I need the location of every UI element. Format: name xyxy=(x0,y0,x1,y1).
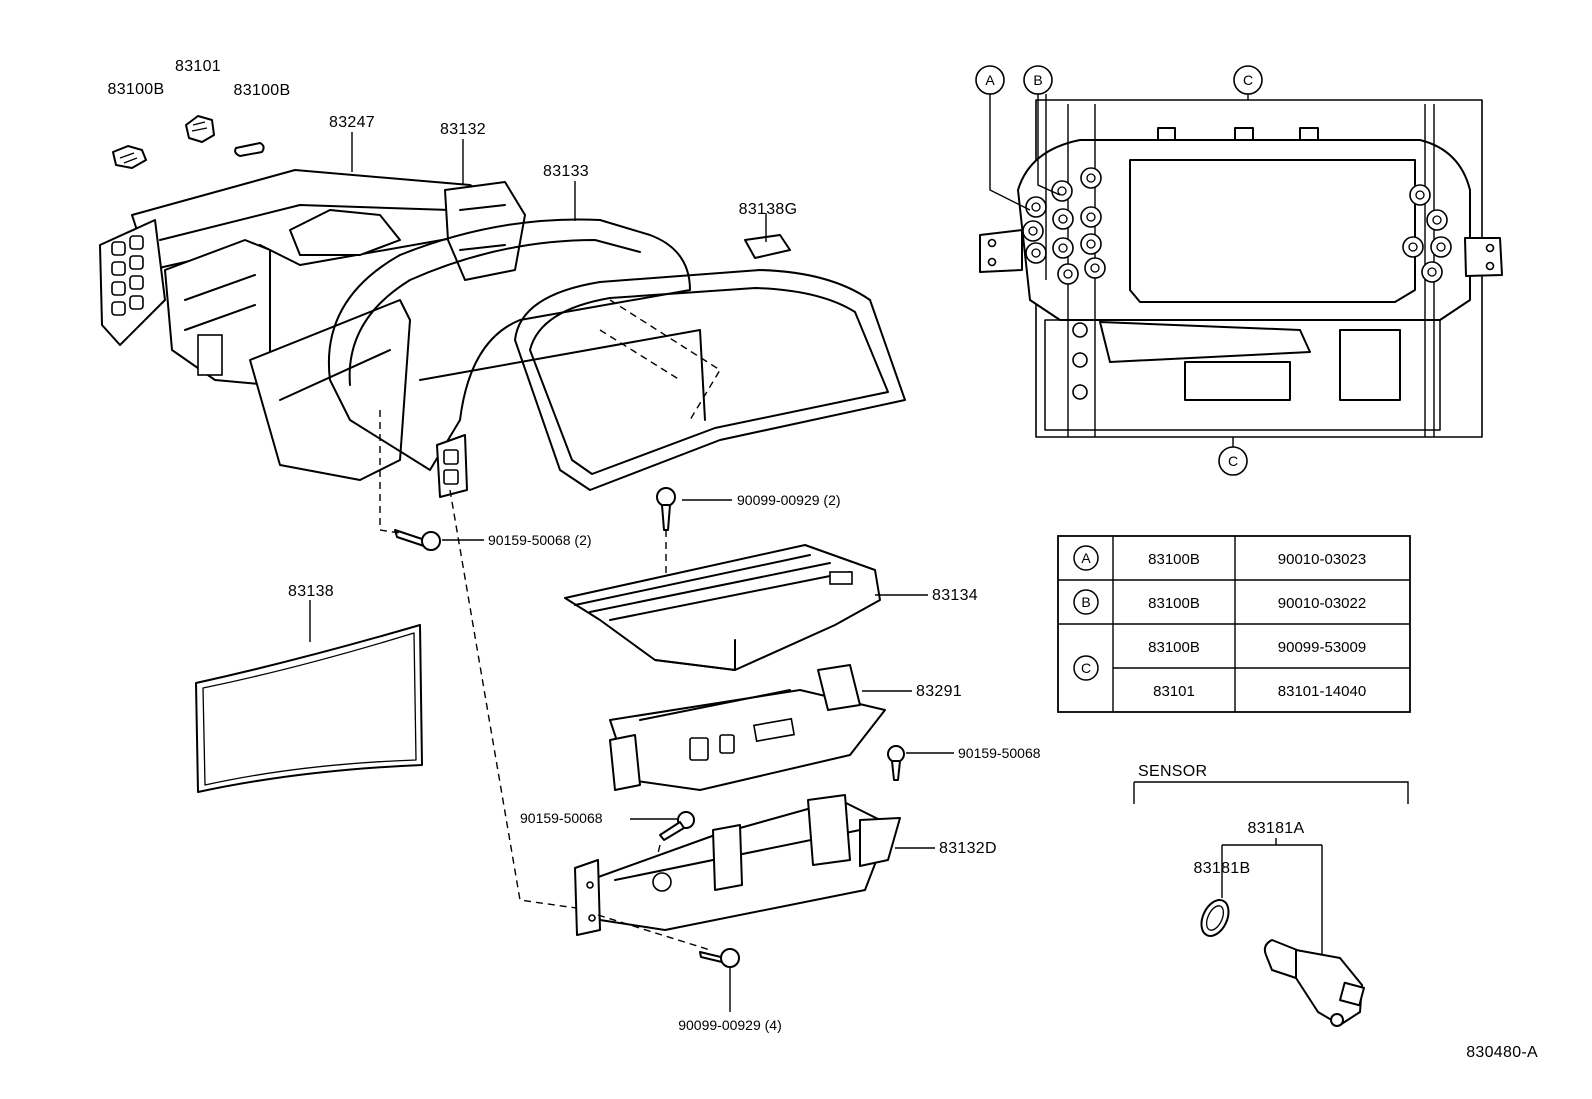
label-83291: 83291 xyxy=(916,683,962,700)
table-row: B 83100B 90010-03022 xyxy=(1073,589,1366,615)
label-83132: 83132 xyxy=(440,121,486,138)
label-83247: 83247 xyxy=(329,114,375,131)
svg-text:83101-14040: 83101-14040 xyxy=(1278,683,1366,700)
circuit-board-83291 xyxy=(609,664,886,791)
screw-90159-50068-upper xyxy=(394,529,441,551)
label-83134: 83134 xyxy=(932,587,978,604)
svg-text:A: A xyxy=(1081,550,1091,566)
svg-text:A: A xyxy=(985,72,995,88)
svg-text:83100B: 83100B xyxy=(1148,639,1200,656)
label-90159-50068-right: 90159-50068 xyxy=(958,745,1041,761)
callout-c-top: C xyxy=(1233,65,1263,95)
svg-text:C: C xyxy=(1243,72,1253,88)
o-ring-83181b xyxy=(1200,899,1230,937)
svg-text:C: C xyxy=(1228,453,1238,469)
callout-c-bottom: C xyxy=(1218,446,1248,476)
cover-83132d xyxy=(574,794,901,936)
table-row: C 83100B 90099-53009 xyxy=(1073,639,1366,681)
table-row: 83101 83101-14040 xyxy=(1153,683,1366,700)
svg-text:83100B: 83100B xyxy=(1148,551,1200,568)
svg-text:83101: 83101 xyxy=(1153,683,1195,700)
callout-b: B xyxy=(1023,65,1053,95)
screw-90099-00929-lower xyxy=(699,948,740,968)
socket-holes-right xyxy=(1402,184,1452,283)
connector-pin-grid xyxy=(111,235,144,316)
socket-holes-left xyxy=(1022,167,1106,285)
svg-text:B: B xyxy=(1033,72,1042,88)
tray-83134 xyxy=(564,544,881,671)
detail-view-rear xyxy=(979,99,1503,438)
diagram-id: 830480-A xyxy=(1466,1044,1538,1061)
glass-83138 xyxy=(195,624,423,793)
label-83138g: 83138G xyxy=(739,201,798,218)
bulb-83100b-left xyxy=(112,145,147,169)
svg-text:90010-03023: 90010-03023 xyxy=(1278,551,1366,568)
label-sensor: SENSOR xyxy=(1138,763,1207,780)
label-83181a: 83181A xyxy=(1248,820,1305,837)
frame-83138g xyxy=(514,234,906,491)
housing-83247 xyxy=(99,169,526,481)
label-83181b: 83181B xyxy=(1194,860,1251,877)
label-83100b-left: 83100B xyxy=(108,81,165,98)
label-83138: 83138 xyxy=(288,583,334,600)
bulb-83100b-right xyxy=(234,142,265,157)
bulb-83101 xyxy=(185,115,215,143)
label-90099-00929-2: 90099-00929 (2) xyxy=(737,492,841,508)
label-90159-50068-left: 90159-50068 xyxy=(520,810,603,826)
screw-90159-50068-left xyxy=(659,811,695,841)
svg-text:B: B xyxy=(1081,594,1090,610)
callout-a: A xyxy=(975,65,1005,95)
label-83132d: 83132D xyxy=(939,840,997,857)
label-83100b-right: 83100B xyxy=(234,82,291,99)
speed-sensor-83181a xyxy=(1263,939,1365,1027)
label-83101: 83101 xyxy=(175,58,221,75)
bulb-table: A 83100B 90010-03023 B 83100B 90010-0302… xyxy=(1057,535,1411,713)
bezel-83133 xyxy=(327,218,706,498)
svg-text:C: C xyxy=(1081,660,1091,676)
sensor-group: SENSOR 83181A 83181B xyxy=(1133,763,1409,1027)
svg-text:90010-03022: 90010-03022 xyxy=(1278,595,1366,612)
label-83133: 83133 xyxy=(543,163,589,180)
label-90099-00929-4: 90099-00929 (4) xyxy=(678,1017,782,1033)
screw-90159-50068-right xyxy=(887,745,905,781)
table-row: A 83100B 90010-03023 xyxy=(1073,545,1366,571)
label-90159-50068-2: 90159-50068 (2) xyxy=(488,532,592,548)
svg-text:83100B: 83100B xyxy=(1148,595,1200,612)
svg-text:90099-53009: 90099-53009 xyxy=(1278,639,1366,656)
screw-90099-00929-upper xyxy=(656,487,676,531)
